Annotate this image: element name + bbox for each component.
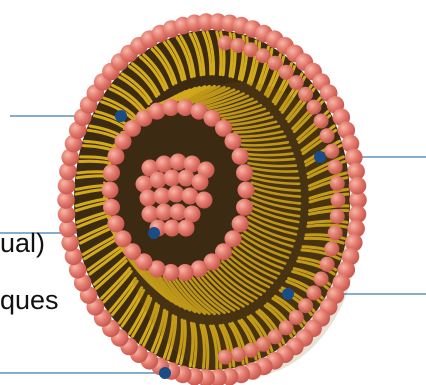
label-fragment-2: ques [0, 287, 59, 314]
liposome [57, 13, 367, 385]
marker-dot-outer-head [115, 110, 127, 122]
marker-dot-right-upper [314, 151, 326, 163]
marker-dot-bottom [159, 367, 171, 379]
marker-dot-inner-core [148, 227, 160, 239]
label-fragment-1: ual) [0, 230, 45, 257]
marker-dot-right-lower [282, 288, 294, 300]
